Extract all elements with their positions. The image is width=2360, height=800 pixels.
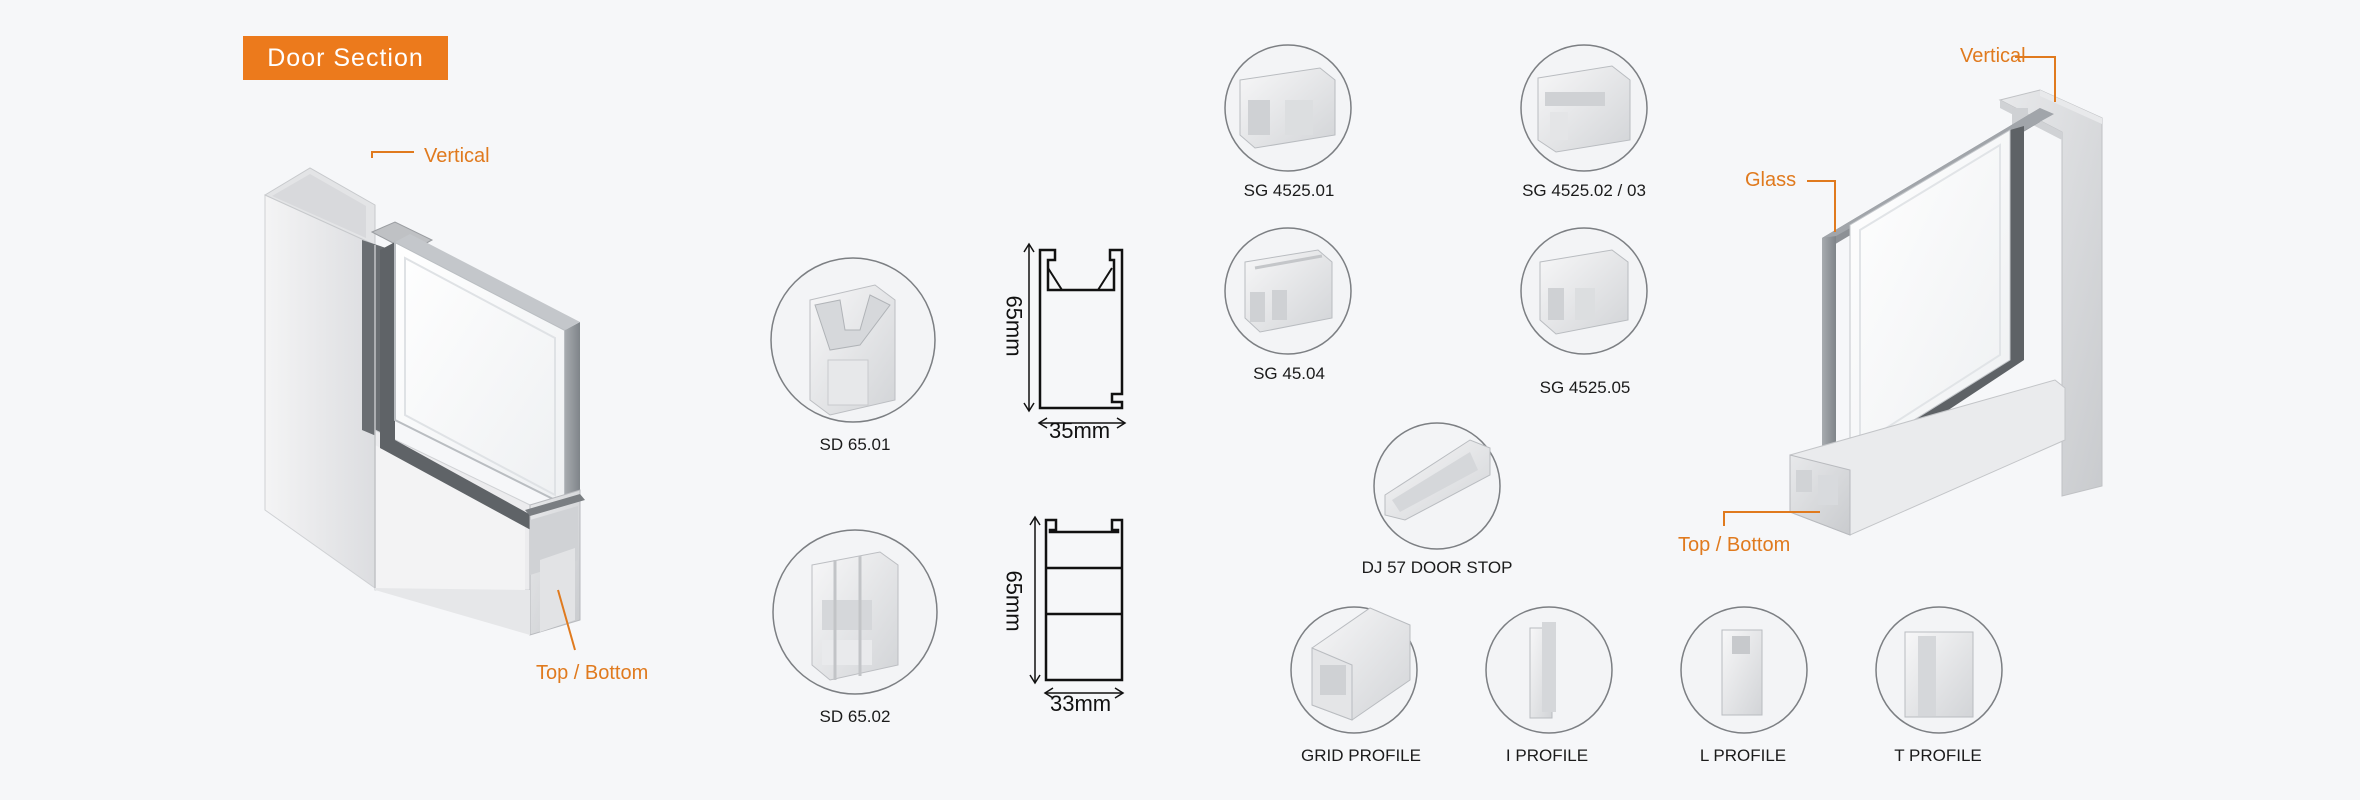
sg4504-photo: [1224, 227, 1352, 355]
grid-profile-caption: GRID PROFILE: [1301, 746, 1421, 765]
left-top-bottom-callout: Top / Bottom: [536, 662, 649, 684]
sg452505-caption: SG 4525.05: [1539, 378, 1631, 397]
left-callout-lines: [371, 151, 576, 651]
left-vertical-callout: Vertical: [424, 145, 490, 167]
sd6502-height-dim: 65mm: [1001, 570, 1027, 632]
sd6501-caption: SD 65.01: [819, 435, 891, 454]
i-profile-photo: [1485, 606, 1613, 734]
l-profile-photo: [1680, 606, 1808, 734]
sg4504-caption: SG 45.04: [1253, 364, 1325, 383]
sd6502-section-drawing: [1029, 515, 1125, 699]
right-callout-lines: [1723, 56, 2056, 526]
right-window-illustration: [1789, 89, 2103, 536]
t-profile-photo: [1875, 606, 2003, 734]
sd6502-photo: [772, 529, 938, 695]
right-vertical-callout: Vertical: [1960, 45, 2026, 67]
i-profile-caption: I PROFILE: [1505, 746, 1589, 765]
sd6502-width-dim: 33mm: [1050, 691, 1112, 716]
right-top-bottom-callout: Top / Bottom: [1678, 534, 1791, 556]
page-title: Door Section: [243, 36, 448, 80]
dj57-caption: DJ 57 DOOR STOP: [1361, 558, 1513, 577]
sg452505-photo: [1520, 227, 1648, 355]
grid-profile-photo: [1290, 606, 1418, 734]
sg452501-caption: SG 4525.01: [1243, 181, 1335, 200]
right-glass-callout: Glass: [1745, 169, 1797, 191]
sd6501-height-dim: 65mm: [1001, 295, 1027, 357]
sg452502-photo: [1520, 44, 1648, 172]
sd6501-section-drawing: [1023, 242, 1127, 429]
left-door-illustration: [263, 167, 585, 636]
l-profile-caption: L PROFILE: [1699, 746, 1787, 765]
sd6502-caption: SD 65.02: [819, 707, 891, 726]
sg452501-photo: [1224, 44, 1352, 172]
sd6501-width-dim: 35mm: [1049, 418, 1111, 443]
dj57-photo: [1373, 422, 1501, 550]
sd6501-photo: [770, 257, 936, 423]
sg452502-caption: SG 4525.02 / 03: [1522, 181, 1646, 200]
t-profile-caption: T PROFILE: [1894, 746, 1982, 765]
